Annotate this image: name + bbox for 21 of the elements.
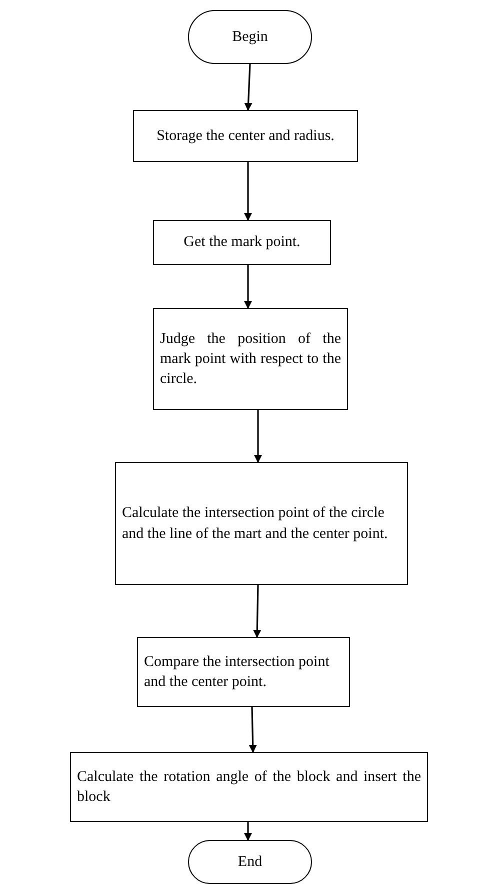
process-box	[153, 308, 348, 410]
arrow	[244, 162, 252, 221]
arrow	[244, 822, 252, 841]
arrow	[253, 584, 262, 638]
step-text: Storage the center and radius.	[156, 126, 336, 146]
step-text: Judge the position of the mark point with respect to the circle.	[160, 330, 341, 390]
arrow	[244, 64, 252, 111]
step-text: Calculate the rotation angle of the block and insert the block	[77, 768, 421, 807]
process-box	[133, 110, 358, 162]
arrow	[248, 706, 257, 753]
process-box	[153, 220, 331, 265]
process-box	[115, 462, 408, 585]
step-text: Get the mark point.	[182, 233, 302, 252]
step-text: End	[236, 852, 264, 872]
arrow	[254, 410, 262, 463]
arrow	[244, 265, 252, 309]
process-box	[70, 752, 428, 822]
step-text: Begin	[231, 28, 269, 47]
step-text: Calculate the intersection point of the circle and the line of the mart and the center point.	[122, 504, 389, 544]
process-box	[137, 637, 350, 707]
step-text: Compare the intersection point and the center point.	[144, 652, 330, 692]
